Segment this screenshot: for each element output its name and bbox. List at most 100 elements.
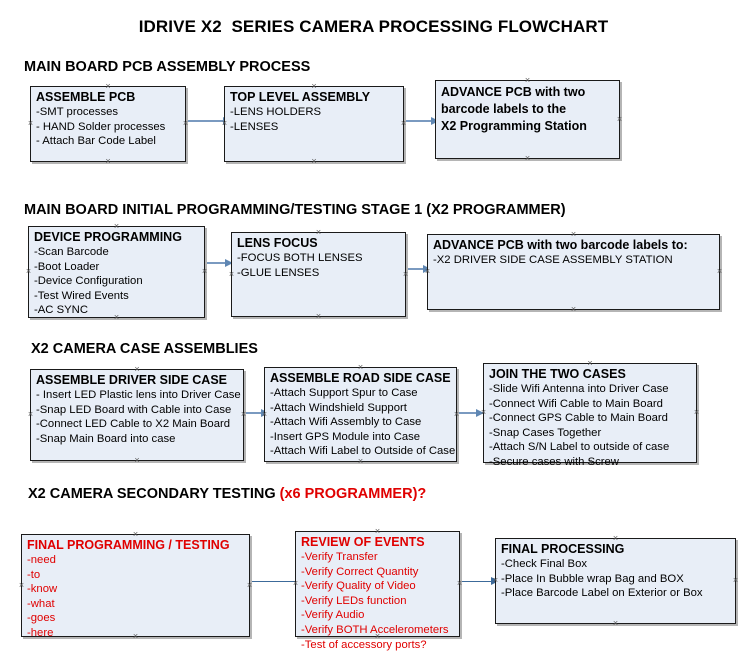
node-top-level-assembly[interactable]: TOP LEVEL ASSEMBLY -LENS HOLDERS -LENSES (224, 86, 404, 162)
node-line: -Snap LED Board with Cable into Case (36, 403, 232, 416)
node-line: -Verify Audio (301, 609, 365, 622)
node-line: -Verify BOTH Accelerometers (301, 623, 449, 636)
node-line: -Test Wired Events (34, 289, 129, 302)
node-line: X2 Programming Station (441, 119, 587, 133)
resize-handle-right[interactable] (716, 268, 723, 275)
node-line: -X2 DRIVER SIDE CASE ASSEMBLY STATION (433, 254, 673, 266)
resize-handle-top[interactable] (612, 535, 619, 542)
resize-handle-top[interactable] (587, 360, 594, 367)
node-assemble-driver-side-case[interactable]: ASSEMBLE DRIVER SIDE CASE - Insert LED P… (30, 369, 244, 461)
resize-handle-right[interactable] (201, 268, 208, 275)
resize-handle-right[interactable] (693, 409, 700, 416)
node-line: -Connect GPS Cable to Main Board (489, 412, 668, 425)
section-heading-1: MAIN BOARD PCB ASSEMBLY PROCESS (24, 59, 311, 75)
node-line: -goes (27, 612, 56, 625)
connector-arrow (462, 577, 499, 586)
node-final-programming-testing[interactable]: FINAL PROGRAMMING / TESTING -need -to -k… (18, 531, 253, 639)
resize-handle-left[interactable] (228, 271, 235, 278)
node-line: barcode labels to the (441, 102, 567, 116)
resize-handle-right[interactable] (616, 116, 623, 123)
node-title: ASSEMBLE DRIVER SIDE CASE (36, 373, 228, 387)
node-line: -LENS HOLDERS (230, 106, 322, 118)
node-line: -Verify Correct Quantity (301, 565, 419, 578)
node-title: ASSEMBLE ROAD SIDE CASE (270, 371, 451, 385)
node-title: FINAL PROCESSING (501, 542, 625, 556)
node-line: -AC SYNC (34, 304, 88, 317)
node-title: TOP LEVEL ASSEMBLY (230, 90, 371, 104)
resize-handle-top[interactable] (134, 366, 141, 373)
arrow-head-icon (476, 408, 484, 417)
node-title: JOIN THE TWO CASES (489, 367, 626, 381)
node-line: ADVANCE PCB with two (441, 85, 586, 99)
resize-handle-top[interactable] (524, 77, 531, 84)
node-line: -Attach Support Spur to Case (270, 387, 418, 399)
arrow-head-icon (225, 258, 233, 267)
resize-handle-top[interactable] (357, 364, 364, 371)
connector-arrow (207, 258, 233, 267)
node-line: - HAND Solder processes (36, 120, 166, 133)
node-content: ASSEMBLE ROAD SIDE CASE -Attach Support … (270, 371, 455, 459)
resize-handle-left[interactable] (25, 268, 32, 275)
resize-handle-top[interactable] (105, 83, 112, 90)
resize-handle-bottom[interactable] (311, 158, 318, 165)
node-assemble-pcb[interactable]: ASSEMBLE PCB -SMT processes - HAND Solde… (30, 86, 186, 162)
resize-handle-bottom[interactable] (524, 155, 531, 162)
resize-handle-right[interactable] (246, 582, 253, 589)
node-line: -Attach Wifi Assembly to Case (270, 416, 422, 429)
node-line: -Boot Loader (34, 260, 100, 273)
resize-handle-bottom[interactable] (315, 313, 322, 320)
node-line: -Insert GPS Module into Case (270, 430, 421, 443)
node-line: -SMT processes (36, 106, 119, 118)
node-line: -GLUE LENSES (237, 266, 320, 279)
resize-handle-top[interactable] (132, 531, 139, 538)
node-review-of-events[interactable]: REVIEW OF EVENTS -Verify Transfer -Verif… (295, 528, 460, 651)
node-line: -Verify Quality of Video (301, 580, 416, 593)
resize-handle-top[interactable] (374, 528, 381, 535)
node-advance-pcb-programming-station[interactable]: ADVANCE PCB with two barcode labels to t… (435, 80, 620, 159)
node-join-the-two-cases[interactable]: JOIN THE TWO CASES -Slide Wifi Antenna i… (483, 360, 700, 468)
node-advance-pcb-driver-side-station[interactable]: ADVANCE PCB with two barcode labels to: … (427, 234, 720, 310)
page-title: IDRIVE X2 SERIES CAMERA PROCESSING FLOWC… (138, 17, 609, 36)
resize-handle-bottom[interactable] (612, 620, 619, 627)
node-lens-focus[interactable]: LENS FOCUS -FOCUS BOTH LENSES -GLUE LENS… (231, 232, 406, 317)
node-line: -Attach S/N Label to outside of case (489, 441, 670, 454)
node-title: ADVANCE PCB with two barcode labels to: (433, 238, 688, 252)
resize-handle-bottom[interactable] (357, 458, 364, 465)
resize-handle-right[interactable] (732, 577, 739, 584)
resize-handle-top[interactable] (311, 83, 318, 90)
node-content: ASSEMBLE DRIVER SIDE CASE - Insert LED P… (36, 373, 241, 446)
node-line: -LENSES (230, 120, 279, 133)
resize-handle-top[interactable] (570, 231, 577, 238)
node-content: LENS FOCUS -FOCUS BOTH LENSES -GLUE LENS… (237, 236, 403, 280)
node-line: -Check Final Box (501, 558, 588, 570)
connector-arrow (459, 408, 484, 417)
node-final-processing[interactable]: FINAL PROCESSING -Check Final Box -Place… (495, 538, 736, 624)
node-line: -Place In Bubble wrap Bag and BOX (501, 572, 684, 585)
node-line: -here (27, 626, 54, 639)
resize-handle-left[interactable] (27, 120, 34, 127)
node-line: -Place Barcode Label on Exterior or Box (501, 587, 703, 600)
node-assemble-road-side-case[interactable]: ASSEMBLE ROAD SIDE CASE -Attach Support … (264, 367, 457, 462)
resize-handle-bottom[interactable] (105, 158, 112, 165)
resize-handle-right[interactable] (402, 271, 409, 278)
resize-handle-top[interactable] (315, 229, 322, 236)
node-content: ADVANCE PCB with two barcode labels to t… (441, 84, 617, 135)
node-line: -need (27, 554, 56, 566)
node-content: FINAL PROGRAMMING / TESTING -need -to -k… (27, 538, 247, 641)
node-content: TOP LEVEL ASSEMBLY -LENS HOLDERS -LENSES (230, 90, 401, 134)
section-heading-4-suffix: (x6 PROGRAMMER)? (279, 486, 427, 502)
node-line: -to (27, 568, 41, 581)
resize-handle-left[interactable] (18, 582, 25, 589)
resize-handle-bottom[interactable] (570, 306, 577, 313)
node-line: -Snap Main Board into case (36, 432, 176, 445)
node-device-programming[interactable]: DEVICE PROGRAMMING -Scan Barcode -Boot L… (28, 226, 205, 318)
node-content: ASSEMBLE PCB -SMT processes - HAND Solde… (36, 90, 183, 149)
node-title: ASSEMBLE PCB (36, 90, 136, 104)
node-line-overflow: -Test of accessory ports? (301, 638, 427, 651)
resize-handle-left[interactable] (27, 411, 34, 418)
resize-handle-bottom[interactable] (134, 457, 141, 464)
node-line: -Slide Wifi Antenna into Driver Case (489, 383, 669, 395)
node-line: -Device Configuration (34, 275, 143, 288)
node-content: REVIEW OF EVENTS -Verify Transfer -Verif… (301, 535, 457, 652)
resize-handle-top[interactable] (113, 223, 120, 230)
